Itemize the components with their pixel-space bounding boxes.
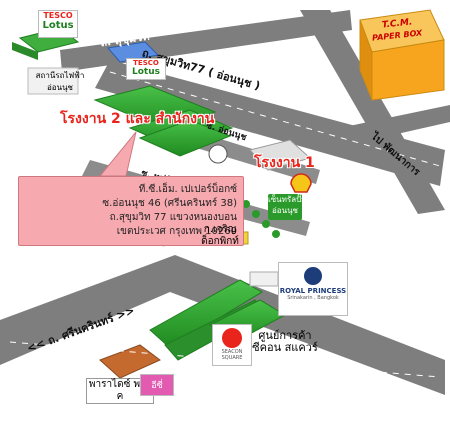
road-srinakarin — [0, 255, 445, 395]
factory1-label: โรงงาน 1 — [254, 155, 315, 171]
bottom-small-logo: อีซี่ — [140, 374, 174, 396]
jaroen-label: ก.เจริญ ด็อกพิกท์ — [201, 224, 239, 247]
tesco-lotus-top: TESCO Lotus — [38, 10, 78, 38]
tesco-name-mid: Lotus — [132, 67, 160, 77]
callout-line2: ซ.อ่อนนุช 46 (ศรีนครินทร์ 38) — [102, 198, 237, 209]
roundabout — [208, 144, 228, 164]
road-right-branch — [330, 105, 450, 148]
callout-line1: ที.ซี.เอ็ม. เปเปอร์บ็อกซ์ — [138, 184, 237, 195]
royal-princess-sub: Srinakarin , Bangkok — [287, 295, 339, 301]
callout-line3: ถ.สุขุมวิท 77 แขวงหนองบอน — [109, 212, 237, 223]
seacon-brand: SEACON SQUARE — [221, 349, 243, 361]
address-callout: ที.ซี.เอ็ม. เปเปอร์บ็อกซ์ ซ.อ่อนนุช 46 (… — [18, 176, 244, 246]
trees — [242, 200, 280, 238]
callout-line4: เขตประเวศ กรุงเทพ 10260 — [116, 226, 237, 237]
seacon-label: ศูนย์การค้า ซีคอน สแควร์ — [252, 329, 318, 354]
royal-princess-emblem-icon — [304, 267, 322, 285]
tesco-lotus-mid: TESCO Lotus — [126, 58, 166, 80]
seacon-logo: SEACON SQUARE — [212, 324, 252, 366]
tesco-name: Lotus — [42, 20, 74, 31]
bottom-small-logo-text: อีซี่ — [151, 381, 163, 391]
shell-icon — [290, 173, 312, 193]
seacon-icon — [222, 328, 242, 348]
road-sukhumvit77 — [95, 60, 445, 186]
lane-markings — [9, 71, 441, 378]
road-pattanakarn — [300, 10, 445, 214]
callout-pointer — [98, 131, 137, 177]
station-label: สถานีรถไฟฟ้า อ่อนนุช — [35, 71, 85, 92]
tesco-brand: TESCO — [43, 11, 73, 20]
royal-princess-name: ROYAL PRINCESS — [279, 287, 347, 295]
company-box — [359, 9, 445, 101]
tesco-brand-mid: TESCO — [133, 59, 159, 67]
shell-station-label: เซ็นทรัลปั๊ม อ่อนนุช — [268, 194, 306, 220]
royal-princess-logo: ROYAL PRINCESS Srinakarin , Bangkok — [278, 262, 348, 316]
factory2-label: โรงงาน 2 และ สำนักงาน — [60, 111, 215, 127]
